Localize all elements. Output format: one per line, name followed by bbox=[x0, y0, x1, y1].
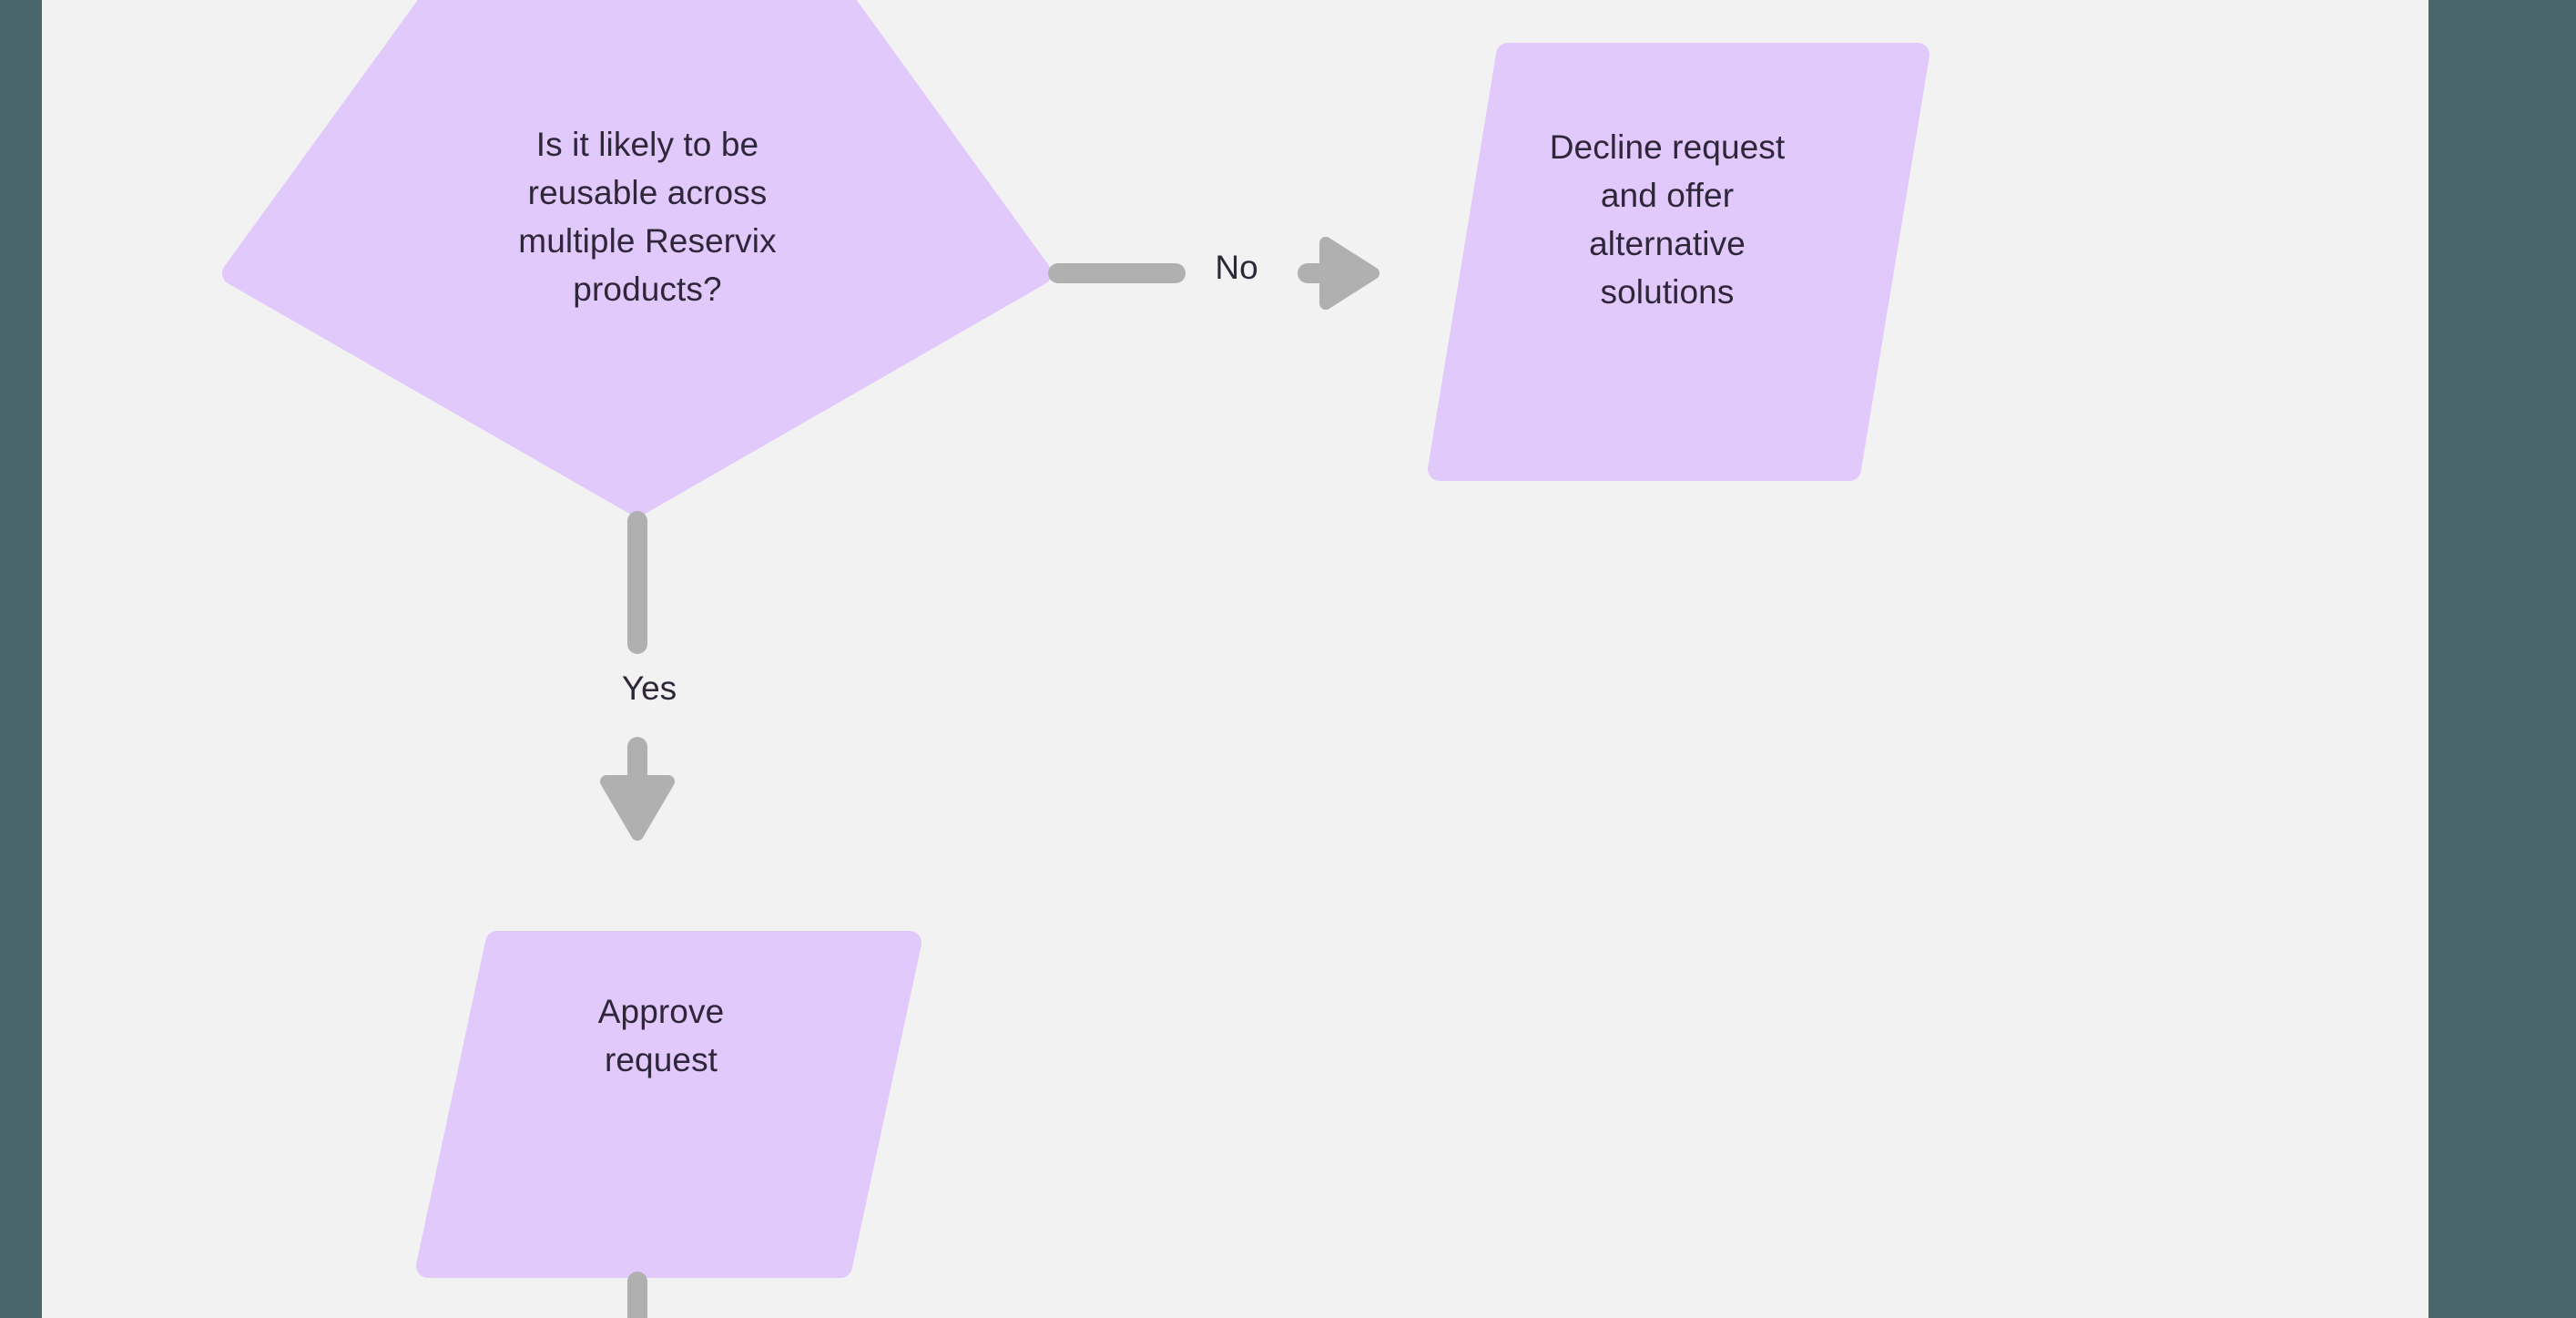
node-approve-request-shape[interactable] bbox=[416, 931, 921, 1278]
right-rail bbox=[2428, 0, 2576, 1318]
diagram-canvas[interactable]: Is it likely to be reusable across multi… bbox=[42, 0, 2428, 1318]
node-decision-reusable-shape[interactable] bbox=[222, 0, 1052, 516]
edge-yes-arrowhead-icon bbox=[600, 775, 675, 841]
node-decline-request-shape[interactable] bbox=[1428, 43, 1929, 481]
flowchart-svg bbox=[222, 0, 1929, 1318]
edge-no-arrowhead-icon bbox=[1319, 237, 1380, 310]
edge-yes-label: Yes bbox=[621, 669, 677, 707]
edge-no-label: No bbox=[1215, 249, 1258, 286]
left-rail bbox=[0, 0, 42, 1318]
